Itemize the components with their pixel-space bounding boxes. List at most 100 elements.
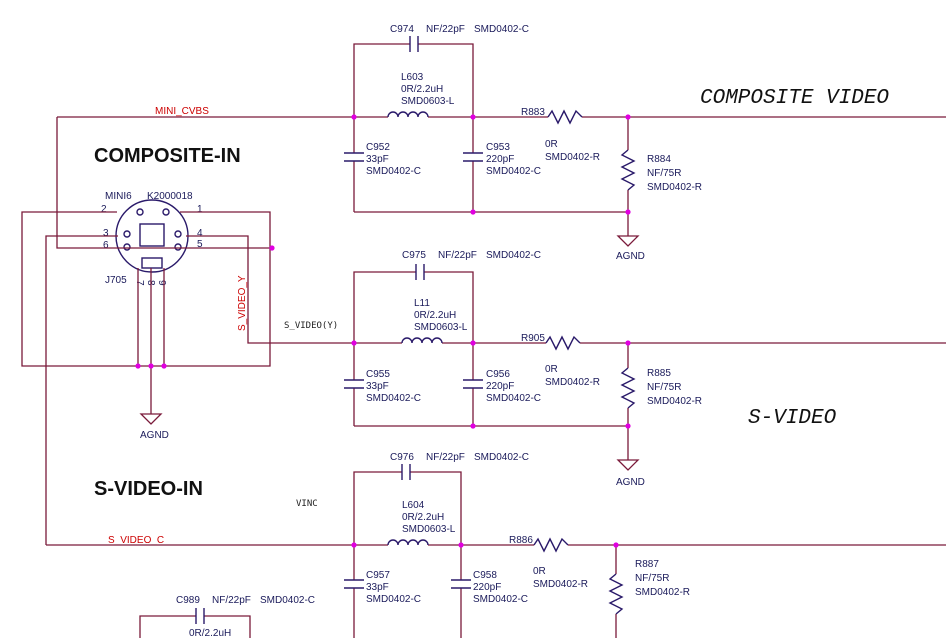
c956-ref: C956 bbox=[486, 369, 510, 380]
r886-ref: R886 bbox=[509, 535, 533, 546]
pin-5-label: 5 bbox=[197, 239, 203, 250]
s-video-title: S-VIDEO bbox=[748, 407, 837, 430]
r883-value: 0R bbox=[545, 139, 558, 150]
resistor-r905-symbol bbox=[545, 335, 581, 351]
resistor-r886-symbol bbox=[533, 537, 569, 553]
connector-type-label: MINI6 bbox=[105, 191, 132, 202]
r885-ref: R885 bbox=[647, 368, 671, 379]
junction-dot bbox=[625, 423, 631, 429]
connector-wiring bbox=[21, 117, 354, 545]
r905-ref: R905 bbox=[521, 333, 545, 344]
pin-9-label: 9 bbox=[156, 280, 167, 286]
c956-value: 220pF bbox=[486, 381, 514, 392]
c975-value: NF/22pF bbox=[438, 250, 477, 261]
c974-value: NF/22pF bbox=[426, 24, 465, 35]
c975-package: SMD0402-C bbox=[486, 250, 541, 261]
junction-dot bbox=[470, 340, 476, 346]
c955-ref: C955 bbox=[366, 369, 390, 380]
r884-value: NF/75R bbox=[647, 168, 681, 179]
c953-ref: C953 bbox=[486, 142, 510, 153]
mini-din-connector-j705 bbox=[115, 199, 189, 273]
net-label-vinc: VINC bbox=[296, 499, 318, 509]
junction-dot bbox=[458, 542, 464, 548]
l604-value: 0R/2.2uH bbox=[402, 512, 444, 523]
inductor-l603-symbol bbox=[387, 111, 429, 118]
r883-package: SMD0402-R bbox=[545, 152, 600, 163]
c976-value: NF/22pF bbox=[426, 452, 465, 463]
capacitor-c957-symbol bbox=[344, 579, 364, 589]
c952-ref: C952 bbox=[366, 142, 390, 153]
c956-package: SMD0402-C bbox=[486, 393, 541, 404]
junction-dot bbox=[269, 245, 275, 251]
pin-4-label: 4 bbox=[197, 228, 203, 239]
c989-ref: C989 bbox=[176, 595, 200, 606]
r883-ref: R883 bbox=[521, 107, 545, 118]
c953-package: SMD0402-C bbox=[486, 166, 541, 177]
junction-dot bbox=[625, 209, 631, 215]
s-video-c-filter-wiring bbox=[46, 471, 946, 638]
ground-symbol-s-video bbox=[616, 459, 640, 471]
l603-ref: L603 bbox=[401, 72, 424, 83]
ground-symbol bbox=[139, 413, 163, 425]
c976-package: SMD0402-C bbox=[474, 452, 529, 463]
c955-value: 33pF bbox=[366, 381, 389, 392]
c952-value: 33pF bbox=[366, 154, 389, 165]
s-video-y-filter-wiring bbox=[353, 271, 946, 460]
capacitor-c989-symbol bbox=[195, 608, 205, 624]
connector-part-label: K2000018 bbox=[147, 191, 193, 202]
r884-package: SMD0402-R bbox=[647, 182, 702, 193]
resistor-r885-symbol bbox=[620, 367, 636, 409]
r886-package: SMD0402-R bbox=[533, 579, 588, 590]
inductor-l604-symbol bbox=[387, 539, 429, 546]
l604-ref: L604 bbox=[402, 500, 425, 511]
c957-ref: C957 bbox=[366, 570, 390, 581]
partial-inductor-value: 0R/2.2uH bbox=[189, 628, 231, 638]
l11-ref: L11 bbox=[414, 298, 430, 309]
connector-ref-label: J705 bbox=[105, 275, 127, 286]
r887-value: NF/75R bbox=[635, 573, 669, 584]
r887-ref: R887 bbox=[635, 559, 659, 570]
junction-dot bbox=[470, 114, 476, 120]
c975-ref: C975 bbox=[402, 250, 426, 261]
capacitor-c975-symbol bbox=[415, 264, 425, 280]
c989-package: SMD0402-C bbox=[260, 595, 315, 606]
junction-dot bbox=[470, 423, 476, 429]
r905-package: SMD0402-R bbox=[545, 377, 600, 388]
junction-dot bbox=[625, 340, 631, 346]
inductor-l11-symbol bbox=[401, 337, 443, 344]
s-video-in-title: S-VIDEO-IN bbox=[94, 478, 203, 500]
r886-value: 0R bbox=[533, 566, 546, 577]
pin-7-label: 7 bbox=[134, 280, 145, 286]
c958-value: 220pF bbox=[473, 582, 501, 593]
c958-package: SMD0402-C bbox=[473, 594, 528, 605]
net-label-s-video-c: S_VIDEO_C bbox=[108, 535, 164, 546]
net-label-s-video-y-paren: S_VIDEO(Y) bbox=[284, 321, 338, 331]
l603-value: 0R/2.2uH bbox=[401, 84, 443, 95]
capacitor-c958-symbol bbox=[451, 579, 471, 589]
c957-value: 33pF bbox=[366, 582, 389, 593]
capacitor-c976-symbol bbox=[401, 464, 411, 480]
pin-2-label: 2 bbox=[101, 204, 107, 215]
l11-package: SMD0603-L bbox=[414, 322, 468, 333]
resistor-r887-symbol bbox=[608, 573, 624, 615]
c957-package: SMD0402-C bbox=[366, 594, 421, 605]
pin-1-label: 1 bbox=[197, 204, 203, 215]
composite-in-title: COMPOSITE-IN bbox=[94, 145, 241, 167]
junction-dot bbox=[625, 114, 631, 120]
l11-value: 0R/2.2uH bbox=[414, 310, 456, 321]
agnd-label-composite: AGND bbox=[616, 251, 645, 262]
net-label-mini-cvbs: MINI_CVBS bbox=[155, 106, 209, 117]
capacitor-c955-symbol bbox=[344, 379, 364, 389]
r887-package: SMD0402-R bbox=[635, 587, 690, 598]
junction-dot bbox=[148, 363, 154, 369]
composite-filter-wiring bbox=[57, 43, 946, 236]
composite-video-title: COMPOSITE VIDEO bbox=[700, 87, 889, 110]
ground-symbol-composite bbox=[616, 235, 640, 247]
resistor-r883-symbol bbox=[547, 109, 583, 125]
agnd-label-s-video: AGND bbox=[616, 477, 645, 488]
capacitor-c953-symbol bbox=[463, 152, 483, 162]
r905-value: 0R bbox=[545, 364, 558, 375]
c953-value: 220pF bbox=[486, 154, 514, 165]
c974-ref: C974 bbox=[390, 24, 414, 35]
